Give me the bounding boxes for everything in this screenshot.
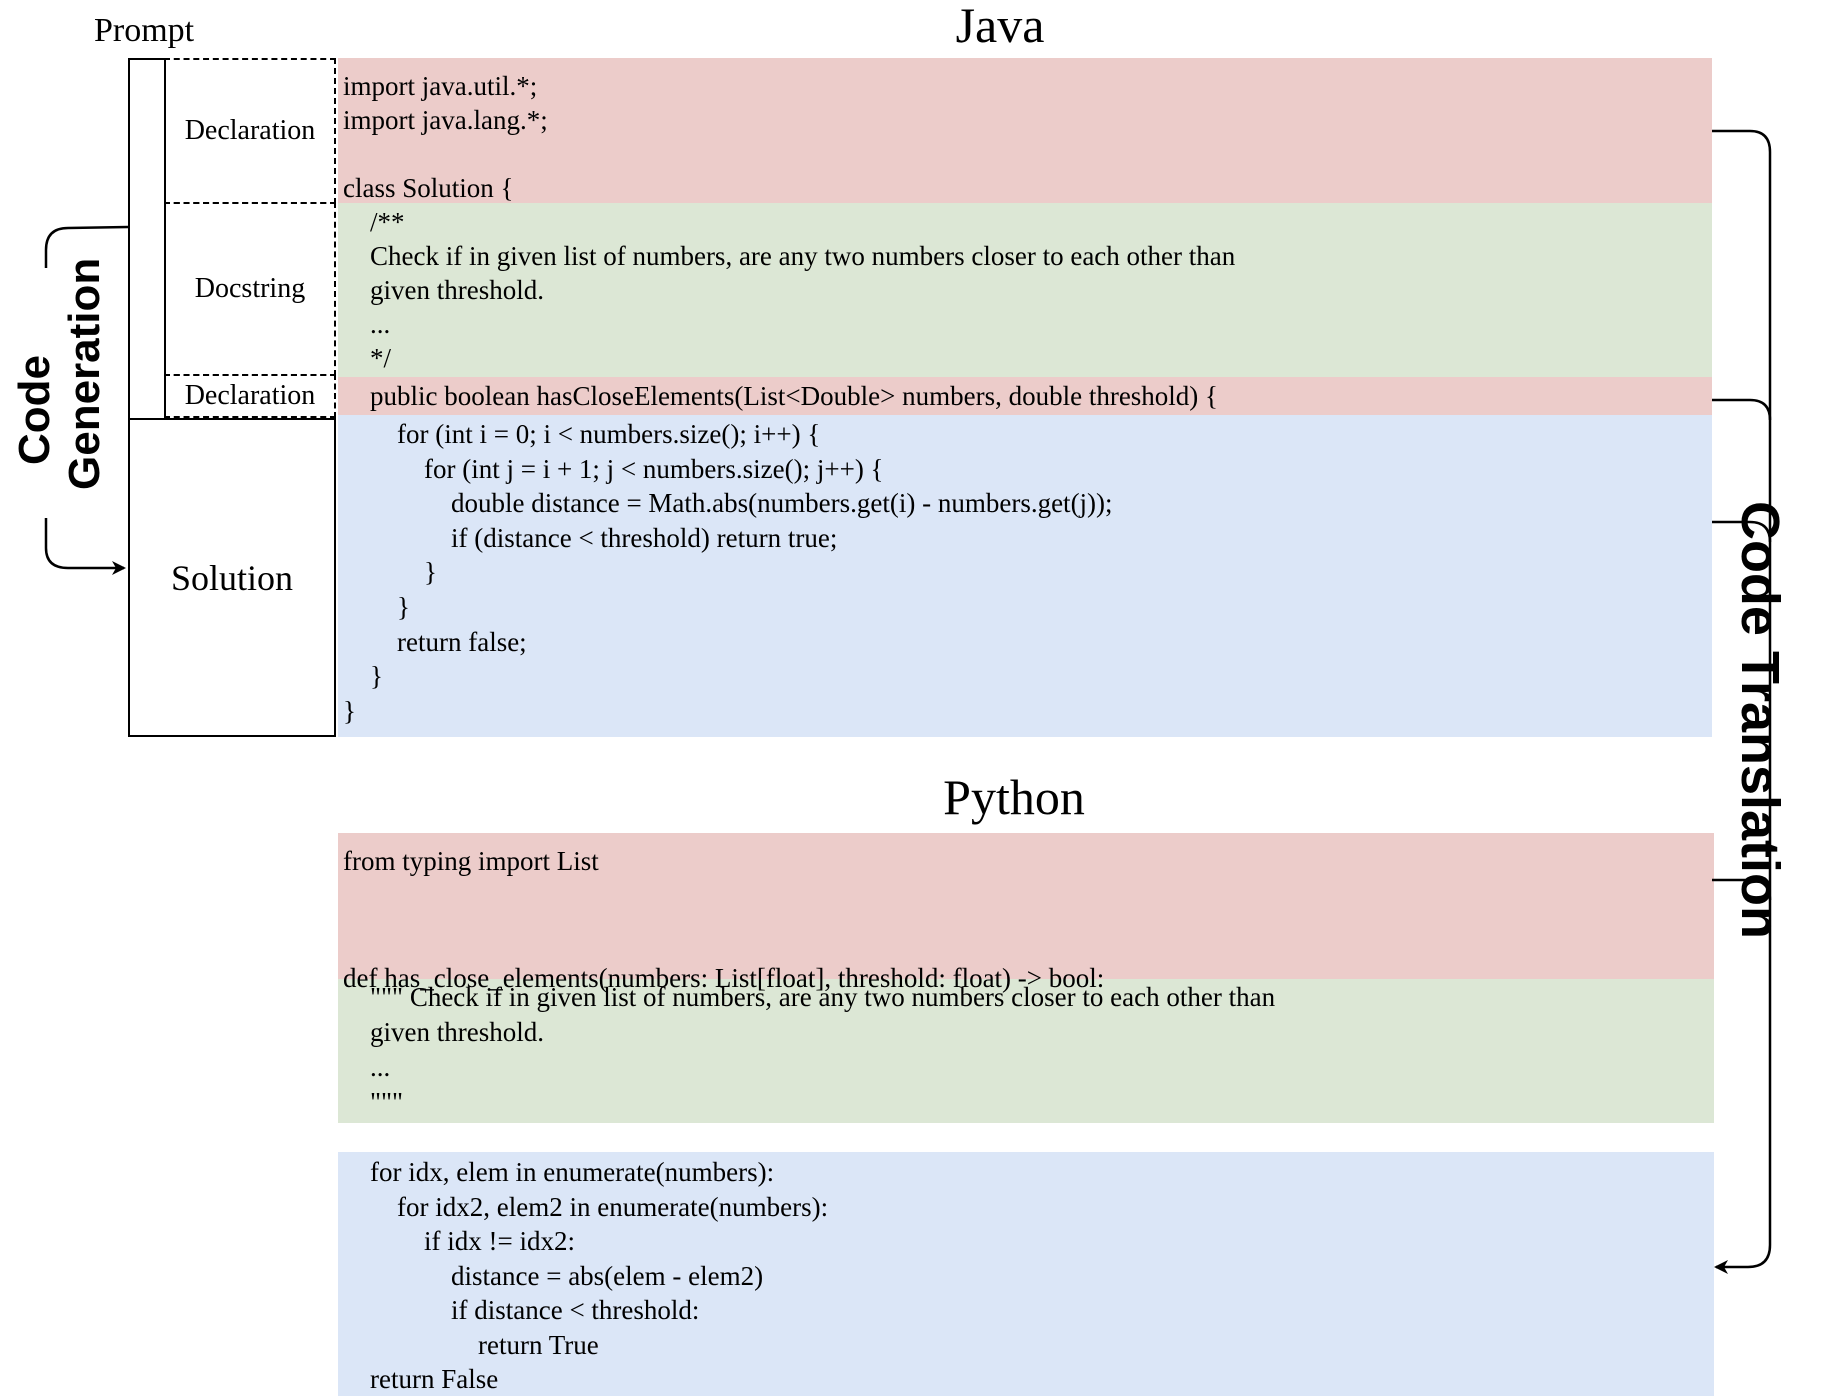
- code-line: for (int j = i + 1; j < numbers.size(); …: [343, 453, 884, 484]
- code-line: import java.util.*;: [343, 71, 538, 101]
- docstring-label: Docstring: [194, 273, 306, 304]
- code-line: }: [343, 695, 356, 726]
- code-line: for idx2, elem2 in enumerate(numbers):: [343, 1191, 829, 1222]
- python-declaration-panel: [338, 833, 1714, 979]
- code-line: }: [343, 591, 410, 622]
- python-docstring-code: """ Check if in given list of numbers, a…: [343, 980, 1275, 1120]
- code-line: if idx != idx2:: [343, 1226, 575, 1256]
- code-line: }: [343, 661, 383, 692]
- python-solution-code: for idx, elem in enumerate(numbers): for…: [343, 1155, 828, 1397]
- code-line: if (distance < threshold) return true;: [343, 522, 838, 553]
- python-declaration-code: from typing import List def has_close_el…: [343, 842, 1104, 998]
- code-line: return false;: [343, 626, 527, 657]
- declaration-bottom-label: Declaration: [184, 380, 316, 411]
- code-line: for (int i = 0; i < numbers.size(); i++)…: [343, 419, 821, 449]
- code-line: given threshold.: [343, 1017, 544, 1047]
- python-title: Python: [943, 769, 1085, 825]
- python-docstring-panel: [338, 979, 1714, 1123]
- java-title: Java: [955, 0, 1045, 53]
- java-declaration2-panel: [338, 377, 1712, 415]
- java-solution-code: for (int i = 0; i < numbers.size(); i++)…: [343, 417, 1113, 728]
- solution-label: Solution: [170, 557, 294, 598]
- java-docstring-code: /** Check if in given list of numbers, a…: [343, 205, 1235, 375]
- code-line: """: [343, 1087, 404, 1117]
- code-line: class Solution {: [343, 173, 514, 203]
- declaration-top-label: Declaration: [184, 115, 316, 146]
- code-line: public boolean hasCloseElements(List<Dou…: [343, 381, 1219, 411]
- python-solution-panel: [338, 1152, 1714, 1396]
- declaration-bottom-box: Declaration: [164, 374, 336, 418]
- code-line: from typing import List: [343, 846, 599, 876]
- solution-box: Solution: [128, 418, 336, 737]
- java-declaration2-code: public boolean hasCloseElements(List<Dou…: [343, 379, 1218, 413]
- prompt-label: Prompt: [94, 12, 195, 49]
- code-line: for idx, elem in enumerate(numbers):: [343, 1157, 775, 1187]
- code-line: """ Check if in given list of numbers, a…: [343, 982, 1276, 1012]
- code-line: */: [343, 343, 392, 373]
- code-line: }: [343, 557, 437, 588]
- code-line: return True: [343, 1329, 599, 1360]
- code-line: import java.lang.*;: [343, 105, 548, 135]
- java-declaration-panel: [338, 58, 1712, 203]
- code-line: return False: [343, 1364, 499, 1394]
- code-line: /**: [343, 207, 405, 237]
- code-line: given threshold.: [343, 275, 544, 305]
- code-line: Check if in given list of numbers, are a…: [343, 241, 1236, 271]
- code-line: double distance = Math.abs(numbers.get(i…: [343, 488, 1113, 519]
- code-line: distance = abs(elem - elem2): [343, 1260, 764, 1291]
- java-docstring-panel: [338, 203, 1712, 377]
- java-solution-panel: [338, 415, 1712, 737]
- code-line: if distance < threshold:: [343, 1295, 700, 1325]
- code-line: ...: [343, 309, 391, 339]
- code-line: def has_close_elements(numbers: List[flo…: [343, 963, 1105, 993]
- java-declaration-code: import java.util.*; import java.lang.*; c…: [343, 69, 548, 205]
- code-line: ...: [343, 1052, 391, 1082]
